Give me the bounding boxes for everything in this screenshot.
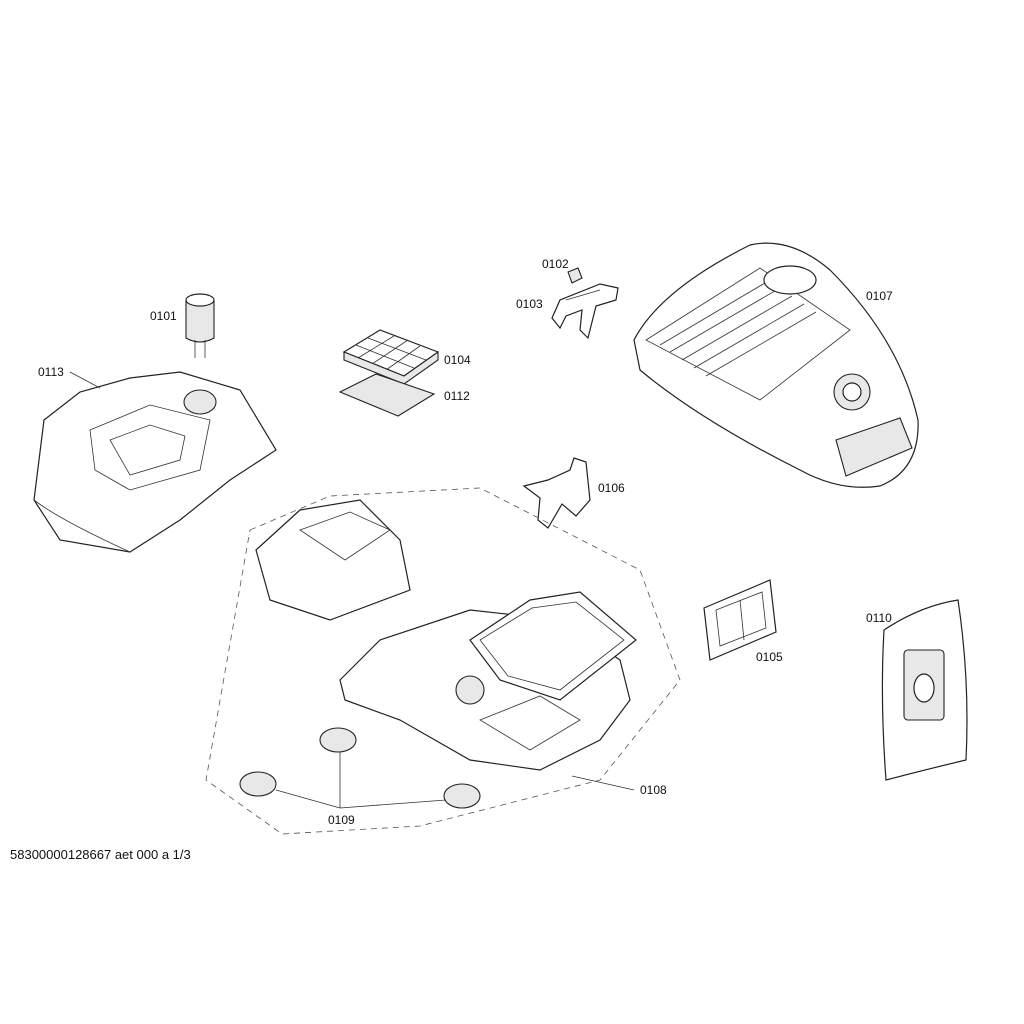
label-0105: 0105	[756, 650, 783, 664]
part-0112-filter-pad[interactable]	[338, 373, 436, 417]
label-0106: 0106	[598, 481, 625, 495]
part-0106-bracket[interactable]	[522, 457, 591, 529]
part-0109-wheels[interactable]	[239, 727, 481, 809]
label-0110: 0110	[866, 611, 892, 625]
part-0101-capacitor[interactable]	[185, 293, 215, 358]
label-0113: 0113	[38, 365, 64, 379]
part-0102-clip[interactable]	[567, 267, 583, 284]
label-0109: 0109	[328, 813, 355, 827]
drawing-number: 58300000128667 aet 000 a 1/3	[10, 847, 191, 862]
part-0105-grille[interactable]	[703, 579, 777, 661]
label-0112: 0112	[444, 389, 470, 403]
label-0102: 0102	[542, 257, 569, 271]
part-0104-filter-grid[interactable]	[342, 329, 440, 385]
assembly-0108-outline	[205, 487, 681, 835]
label-0101: 0101	[150, 309, 177, 323]
label-0108: 0108	[640, 783, 667, 797]
part-0110-dust-bag[interactable]	[881, 599, 968, 781]
part-0113-housing[interactable]	[33, 371, 277, 553]
part-0108-base-assembly[interactable]	[255, 499, 637, 771]
label-0103: 0103	[516, 297, 543, 311]
label-0107: 0107	[866, 289, 893, 303]
part-0107-top-cover[interactable]	[633, 242, 919, 488]
part-0103-holder[interactable]	[551, 283, 619, 340]
label-0104: 0104	[444, 353, 471, 367]
